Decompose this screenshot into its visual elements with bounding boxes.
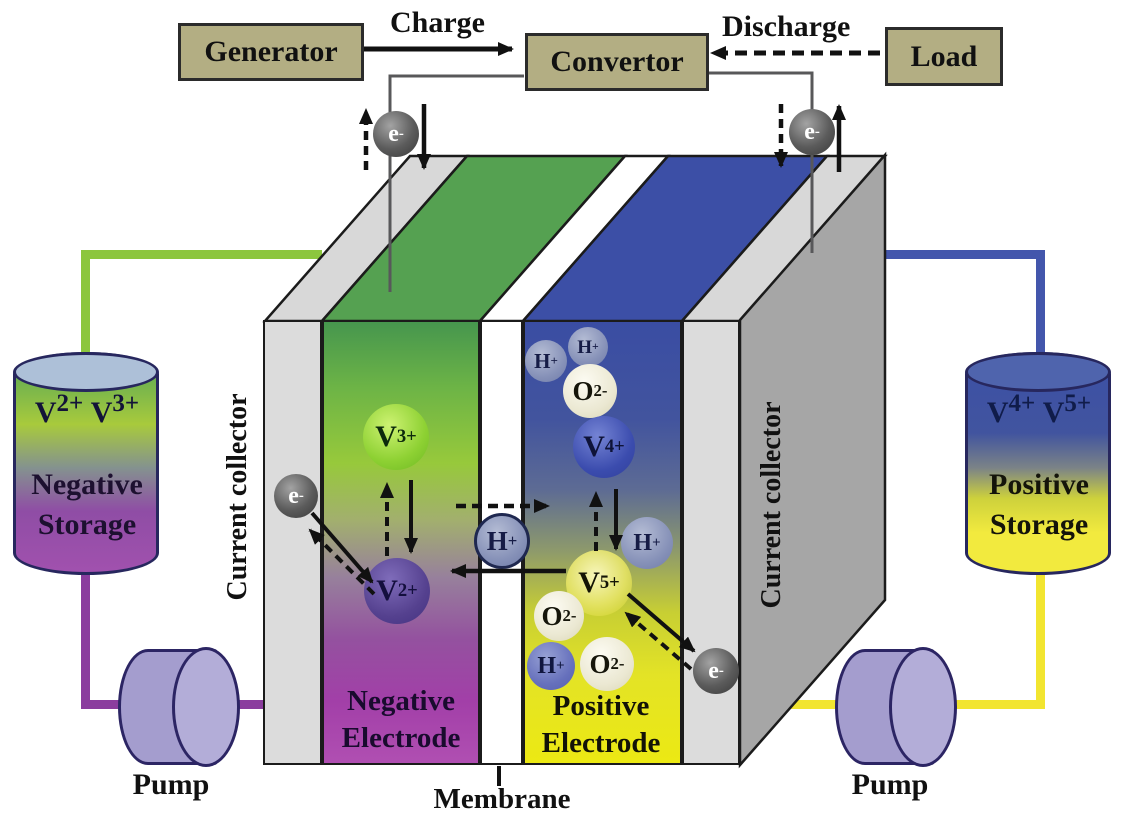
electron-positive-collector: e- xyxy=(693,648,739,694)
pipe-blue-horizontal xyxy=(885,250,1045,259)
ion-h-bottom-circle: H+ xyxy=(527,642,575,690)
pipe-green-vertical xyxy=(81,253,90,355)
load-box: Load xyxy=(885,27,1003,86)
electron-left-top: e- xyxy=(373,111,419,157)
left-pump-cap xyxy=(172,647,240,767)
negative-electrode-face xyxy=(322,320,480,765)
wire-right xyxy=(704,71,814,253)
negative-tank-lid xyxy=(13,352,159,392)
discharge-label: Discharge xyxy=(722,10,851,43)
electron-negative-collector: e- xyxy=(274,474,318,518)
pipe-yellow-vertical xyxy=(1036,570,1045,709)
convertor-label: Convertor xyxy=(550,45,684,78)
ion-h-membrane-circle: H+ xyxy=(474,513,530,569)
generator-label: Generator xyxy=(204,35,338,68)
v5-to-electron-solid-arrow xyxy=(626,592,696,653)
pipe-green-horizontal xyxy=(81,250,322,259)
electron-to-v2-solid-arrow xyxy=(310,511,374,584)
membrane-label: Membrane xyxy=(433,783,571,815)
positive-tank-ions: V4+ V5+ xyxy=(986,390,1092,429)
right-pump-label: Pump xyxy=(851,768,929,801)
left-pump-label: Pump xyxy=(132,768,210,801)
pipe-blue-vertical xyxy=(1036,253,1045,355)
right-pump-cap xyxy=(889,647,957,767)
cell-side-face xyxy=(738,151,887,769)
charge-label: Charge xyxy=(390,6,485,39)
ion-h-top-left-circle: H+ xyxy=(525,340,567,382)
ion-h-top-circle: H+ xyxy=(568,327,608,367)
pipe-purple-vertical xyxy=(81,570,90,709)
positive-tank-lid xyxy=(965,352,1111,392)
electron-right-top: e- xyxy=(789,109,835,155)
load-label: Load xyxy=(910,39,978,73)
ion-h-mid-circle: H+ xyxy=(621,517,673,569)
v2-to-electron-dashed-arrow xyxy=(308,528,376,596)
negative-tank-ions: V2+ V3+ xyxy=(34,390,140,429)
generator-box: Generator xyxy=(178,23,364,81)
right-current-collector-face xyxy=(682,320,740,765)
convertor-box: Convertor xyxy=(525,33,709,91)
wire-left xyxy=(388,74,524,292)
